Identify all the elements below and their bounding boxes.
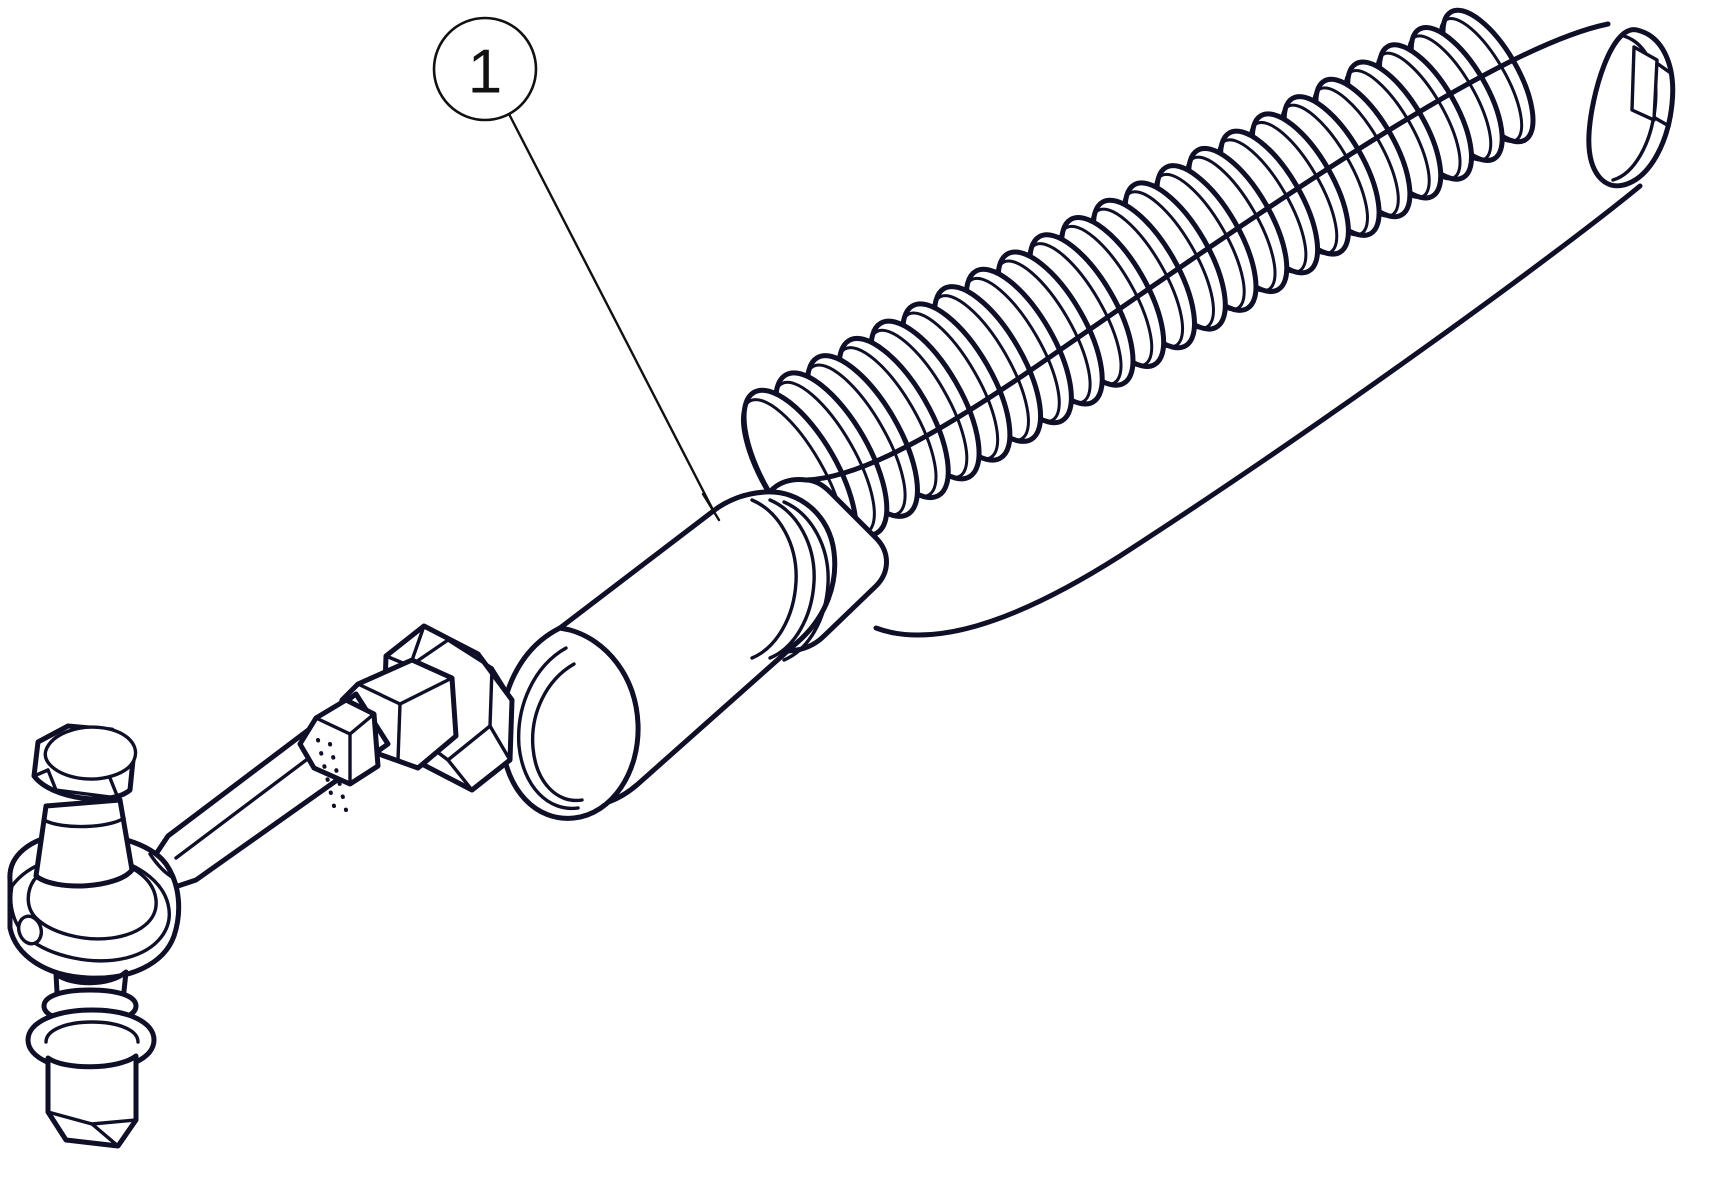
protective-bellows-boot bbox=[740, 7, 1676, 638]
callout-balloon[interactable] bbox=[432, 16, 538, 122]
housing-end-face bbox=[499, 625, 641, 821]
ball-joint-housing bbox=[7, 723, 182, 1149]
flanged-hex-nut bbox=[45, 1053, 139, 1149]
callout-number-label: 1 bbox=[468, 38, 502, 107]
callout-leader-line bbox=[507, 112, 715, 512]
hex-bolt-head bbox=[31, 723, 138, 802]
hex-jam-nut bbox=[297, 697, 381, 812]
bellows-convolutions bbox=[740, 7, 1536, 557]
clamp-band-end-cap bbox=[1586, 27, 1676, 189]
callout-1[interactable]: 1 bbox=[432, 16, 721, 522]
cylinder-housing bbox=[337, 477, 889, 821]
callout-arrow-tick bbox=[701, 492, 721, 522]
grease-port-hole bbox=[16, 914, 44, 946]
